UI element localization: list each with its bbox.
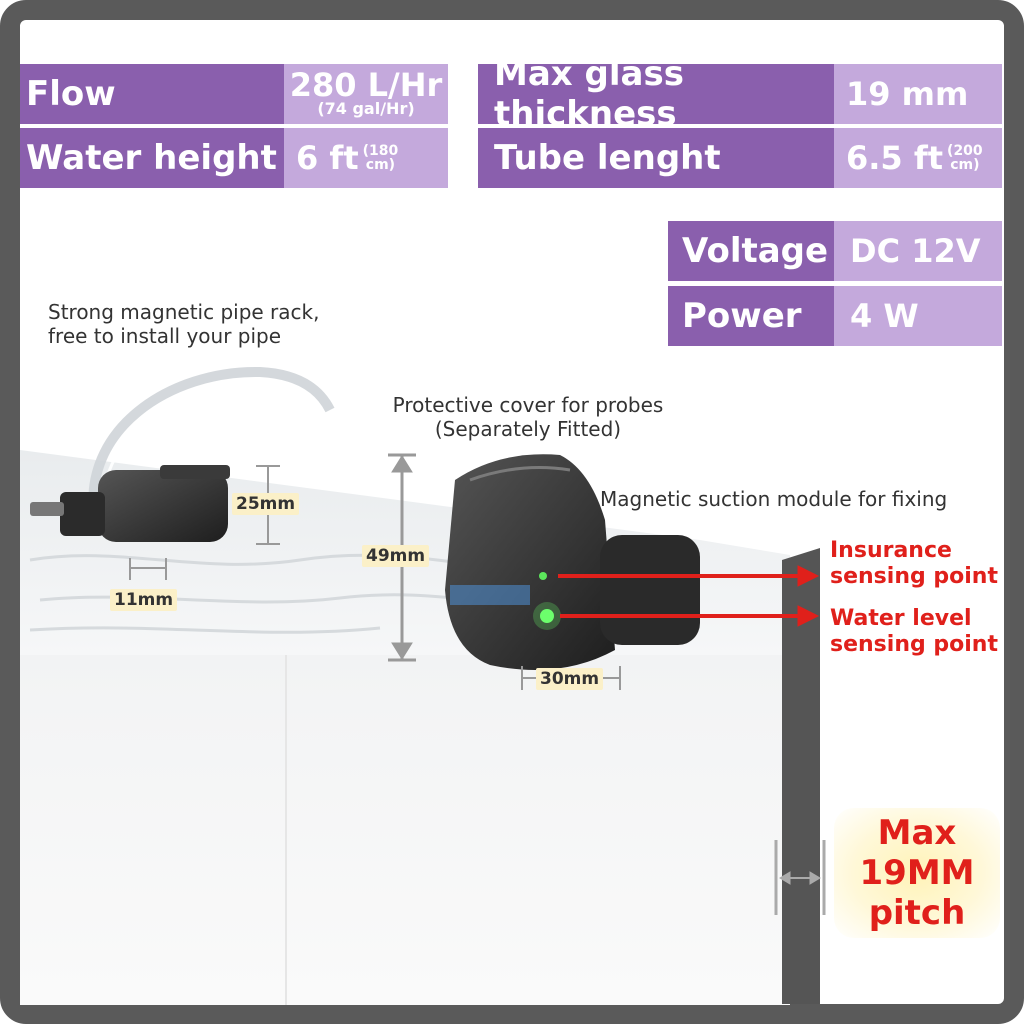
spec-label-glass: Max glass thickness <box>478 54 834 134</box>
insurance-arrow <box>558 565 820 587</box>
dim-30-label: 30mm <box>536 668 604 690</box>
spec-value-voltage: DC 12V <box>834 221 1002 281</box>
max-pitch-box: Max 19MM pitch <box>834 808 1000 938</box>
tank-body <box>20 655 790 1005</box>
insurance-sensor-led <box>539 572 547 580</box>
spec-row-power: Power 4 W <box>668 286 1002 346</box>
spec-label-flow: Flow <box>20 64 284 124</box>
flow-sub: (74 gal/Hr) <box>317 99 415 118</box>
spec-row-glass: Max glass thickness 19 mm <box>478 54 1002 134</box>
note-pipe-rack: Strong magnetic pipe rack, free to insta… <box>48 300 320 348</box>
dim-11-label: 11mm <box>110 589 178 611</box>
spec-label-voltage: Voltage <box>668 221 834 281</box>
glass-wall <box>782 548 820 1004</box>
label-water-level-sensing: Water level sensing point <box>830 606 998 657</box>
note-magnetic-module: Magnetic suction module for fixing <box>600 487 948 511</box>
flow-main: 280 L/Hr <box>289 66 443 104</box>
spec-label-power: Power <box>668 286 834 346</box>
spec-value-glass: 19 mm <box>834 64 1002 124</box>
magnetic-module <box>600 535 700 645</box>
probe-cover <box>445 454 615 670</box>
spec-label-tube: Tube lenght <box>478 128 834 188</box>
label-insurance-sensing: Insurance sensing point <box>830 538 998 589</box>
pipe-rack-body <box>98 470 228 542</box>
spec-row-voltage: Voltage DC 12V <box>668 221 1002 281</box>
dim-11-line <box>129 558 167 580</box>
dim-glass-line <box>774 840 826 915</box>
pipe <box>88 366 335 521</box>
note-protective-cover: Protective cover for probes (Separately … <box>392 393 664 441</box>
spec-row-flow: Flow 280 L/Hr (74 gal/Hr) <box>20 64 448 124</box>
dim-49-label: 49mm <box>362 545 430 567</box>
tank-panel-edge <box>285 655 287 1005</box>
spec-label-water-height: Water height <box>20 128 284 188</box>
water-level-arrow <box>560 605 820 627</box>
spec-value-flow: 280 L/Hr (74 gal/Hr) <box>284 64 448 124</box>
dim-25-label: 25mm <box>232 493 300 515</box>
water-level-sensor-led <box>540 609 554 623</box>
spec-value-power: 4 W <box>834 286 1002 346</box>
